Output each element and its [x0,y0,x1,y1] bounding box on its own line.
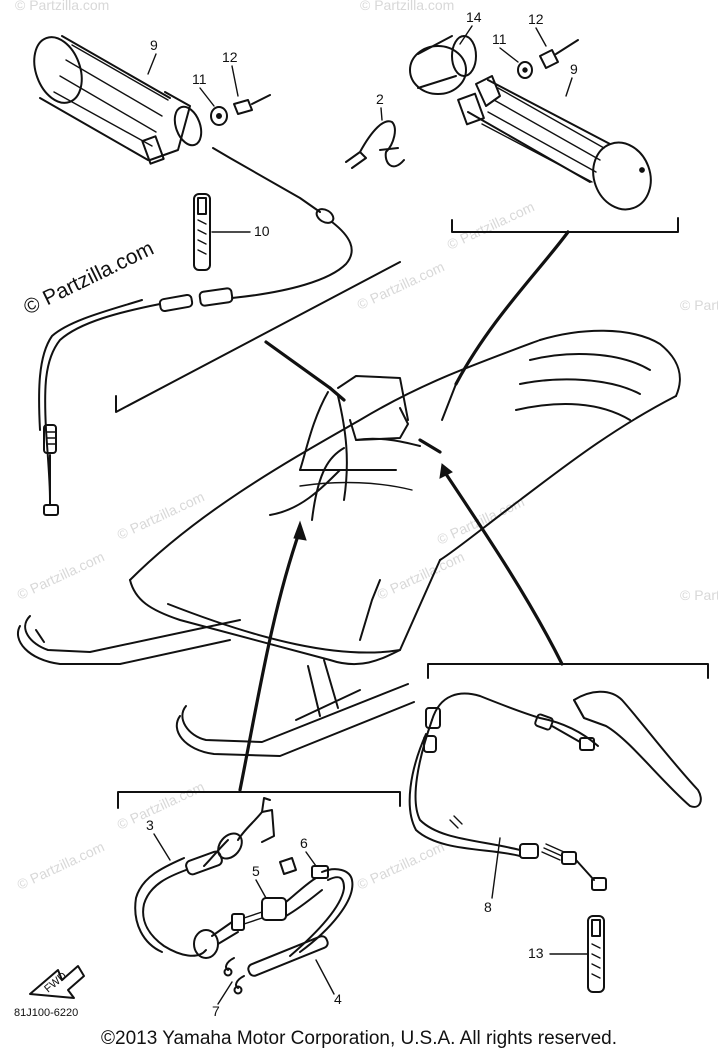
watermark-layer: © Partzilla.com © Partzilla.com © Partzi… [15,0,718,893]
callout-2: 2 [376,91,384,107]
callout-9-right: 9 [570,61,578,77]
callout-6: 6 [300,835,308,851]
watermark: © Partzilla.com [680,587,718,603]
callout-8: 8 [484,899,492,915]
callout-bracket-top-left [115,261,401,413]
callout-leader [444,472,564,666]
cable-tie-left [193,193,211,271]
throttle-cable-left [38,147,353,516]
left-grip [33,35,203,165]
callout-9-left: 9 [150,37,158,53]
watermark: © Partzilla.com [115,778,207,832]
callout-labels: 9 12 11 2 10 14 12 11 9 3 5 6 7 4 8 13 [146,9,589,1019]
callout-7: 7 [212,1003,220,1019]
snowmobile-body [129,329,681,666]
callout-3: 3 [146,817,154,833]
ski-left [17,615,241,665]
callout-4: 4 [334,991,342,1007]
watermark: © Partzilla.com [360,0,454,13]
forward-arrow: FWD [29,965,85,999]
nut-right [517,61,533,79]
part-code: 81J100-6220 [14,1007,78,1019]
watermark: © Partzilla.com [355,258,447,312]
brake-cable [408,692,607,891]
copyright-notice: ©2013 Yamaha Motor Corporation, U.S.A. A… [101,1028,617,1049]
callout-14: 14 [466,9,482,25]
wire-clip [345,120,405,169]
callout-bracket-top-right [451,217,679,233]
grip-ring [409,35,477,95]
watermark: © Partzilla.com [15,838,107,892]
watermark: © Partzilla.com [680,297,718,313]
right-grip [457,75,652,211]
nut-left [210,106,228,126]
ski-right [175,659,415,757]
watermark: © Partzilla.com [435,493,527,547]
callout-bracket-bottom-left [117,791,401,809]
watermark: © Partzilla.com [115,488,207,542]
callout-5: 5 [252,863,260,879]
watermark: © Partzilla.com [15,548,107,602]
callout-13: 13 [528,945,544,961]
callout-leader [264,340,332,390]
choke-cable-group [134,797,354,995]
watermark: © Partzilla.com [15,0,109,13]
callout-10: 10 [254,223,270,239]
watermark: © Partzilla.com [375,548,467,602]
callout-leader [238,528,302,792]
callout-11-right: 11 [492,31,507,47]
bolt-left [233,94,271,115]
brake-lever [573,690,702,808]
callout-12-left: 12 [222,49,238,65]
watermark: © Partzilla.com [355,838,447,892]
callout-leader [454,230,570,386]
watermark-main: © Partzilla.com [20,237,157,320]
callout-bracket-bottom-right [427,663,709,679]
bolt-right [539,39,579,69]
callout-12-right: 12 [528,11,544,27]
forward-label: FWD [42,970,69,995]
cable-tie-right [587,915,605,993]
callout-11-left: 11 [192,71,207,87]
handlebar-bundle [269,386,442,521]
watermark: © Partzilla.com [445,198,537,252]
